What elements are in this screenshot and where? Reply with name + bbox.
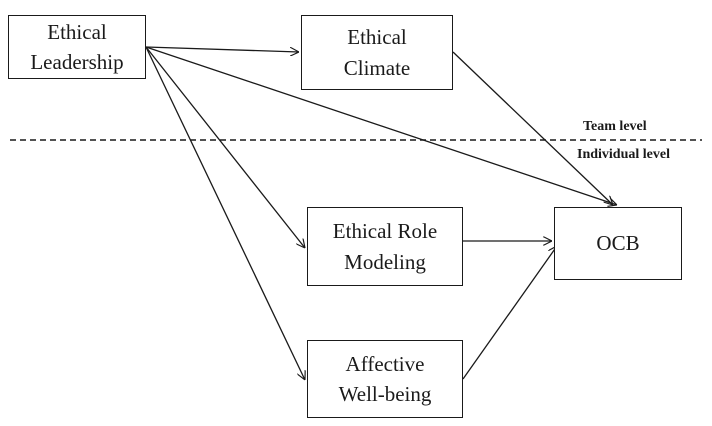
arrow-ethical-leadership-to-ethical-climate xyxy=(145,46,299,52)
arrow-ethical-leadership-to-ethical-role-modeling xyxy=(145,46,305,248)
arrow-affective-well-being-to-ocb xyxy=(462,246,557,380)
arrow-ethical-leadership-to-ocb xyxy=(145,46,617,205)
individual-level-label: Individual level xyxy=(577,147,670,162)
ethical-climate-box: Ethical Climate xyxy=(301,15,453,90)
affective-well-being-box: Affective Well-being xyxy=(307,340,463,418)
arrow-ethical-climate-to-ocb xyxy=(452,51,613,205)
ethical-role-modeling-box: Ethical Role Modeling xyxy=(307,207,463,286)
ocb-box: OCB xyxy=(554,207,682,280)
team-level-label: Team level xyxy=(583,119,647,134)
ethical-leadership-box: Ethical Leadership xyxy=(8,15,146,79)
arrow-ethical-leadership-to-affective-well-being xyxy=(145,46,305,380)
